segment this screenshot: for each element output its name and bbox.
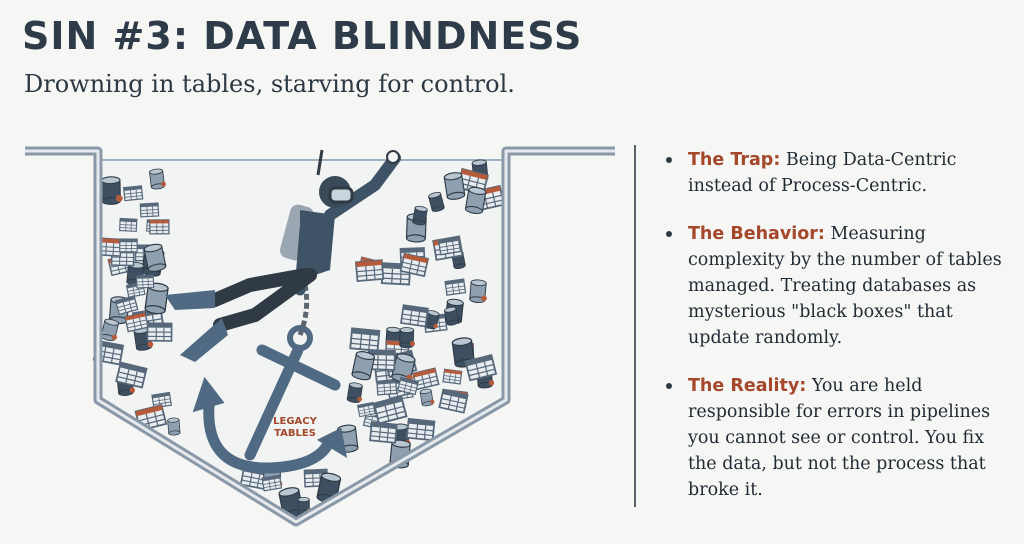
chain-icon: [297, 284, 310, 336]
table-icon: [124, 311, 149, 333]
anchor-label: TABLES: [274, 428, 316, 439]
table-icon: [464, 353, 498, 382]
slide-title: SIN #3: DATA BLINDNESS: [22, 14, 583, 58]
bullet-text: Being Data-Centric instead of Process-Ce…: [688, 150, 957, 196]
database-icon: [469, 279, 487, 304]
database-icon: [351, 351, 376, 381]
slide-subtitle: Drowning in tables, starving for control…: [24, 70, 515, 98]
table-icon: [356, 401, 376, 418]
bullet-trap: The Trap: Being Data-Centric instead of …: [660, 147, 1010, 199]
table-icon: [122, 185, 144, 202]
table-icon: [146, 322, 173, 342]
database-icon: [144, 282, 169, 315]
data-blindness-illustration: LEGACY TABLES: [25, 146, 615, 527]
table-icon: [369, 421, 398, 444]
database-icon: [100, 318, 119, 341]
bullet-label: The Behavior:: [688, 224, 825, 244]
table-icon: [442, 368, 463, 385]
database-icon: [443, 172, 466, 200]
database-icon: [167, 417, 181, 436]
bullet-list: The Trap: Being Data-Centric instead of …: [660, 147, 1010, 525]
table-icon: [444, 278, 467, 296]
diver-icon: [165, 149, 401, 362]
bullet-behavior: The Behavior: Measuring complexity by th…: [660, 221, 1010, 351]
table-icon: [397, 376, 420, 396]
bullet-label: The Trap:: [688, 150, 781, 170]
database-icon: [419, 388, 435, 407]
table-icon: [139, 202, 160, 218]
table-icon: [149, 219, 170, 235]
table-icon: [114, 295, 139, 316]
bullet-text: You are held responsible for errors in p…: [688, 376, 991, 500]
database-icon: [412, 205, 428, 226]
anchor-label: LEGACY: [273, 416, 317, 427]
bullet-text: Measuring complexity by the number of ta…: [688, 224, 1002, 348]
table-icon: [119, 238, 138, 253]
table-icon: [399, 252, 430, 278]
database-icon: [101, 176, 123, 205]
bullet-label: The Reality:: [688, 376, 807, 396]
anchor-icon: [192, 325, 348, 474]
table-icon: [151, 391, 173, 409]
table-icon: [405, 417, 436, 442]
table-icon: [437, 236, 462, 256]
database-icon: [423, 310, 440, 330]
table-icon: [135, 274, 155, 289]
database-icon: [143, 243, 167, 272]
table-icon: [438, 388, 469, 414]
table-icon: [115, 361, 148, 389]
table-icon: [261, 474, 283, 492]
database-icon: [428, 192, 445, 212]
database-icon: [346, 382, 363, 403]
table-icon: [400, 304, 429, 328]
bullet-reality: The Reality: You are held responsible fo…: [660, 373, 1010, 503]
table-icon: [349, 327, 381, 352]
database-icon: [149, 168, 166, 190]
table-icon: [119, 217, 138, 232]
database-icon: [399, 327, 416, 349]
column-divider: [634, 145, 636, 507]
table-icon: [354, 259, 385, 283]
table-icon: [372, 395, 408, 425]
database-icon: [443, 306, 460, 326]
database-icon: [391, 353, 416, 383]
database-icon: [464, 186, 487, 215]
